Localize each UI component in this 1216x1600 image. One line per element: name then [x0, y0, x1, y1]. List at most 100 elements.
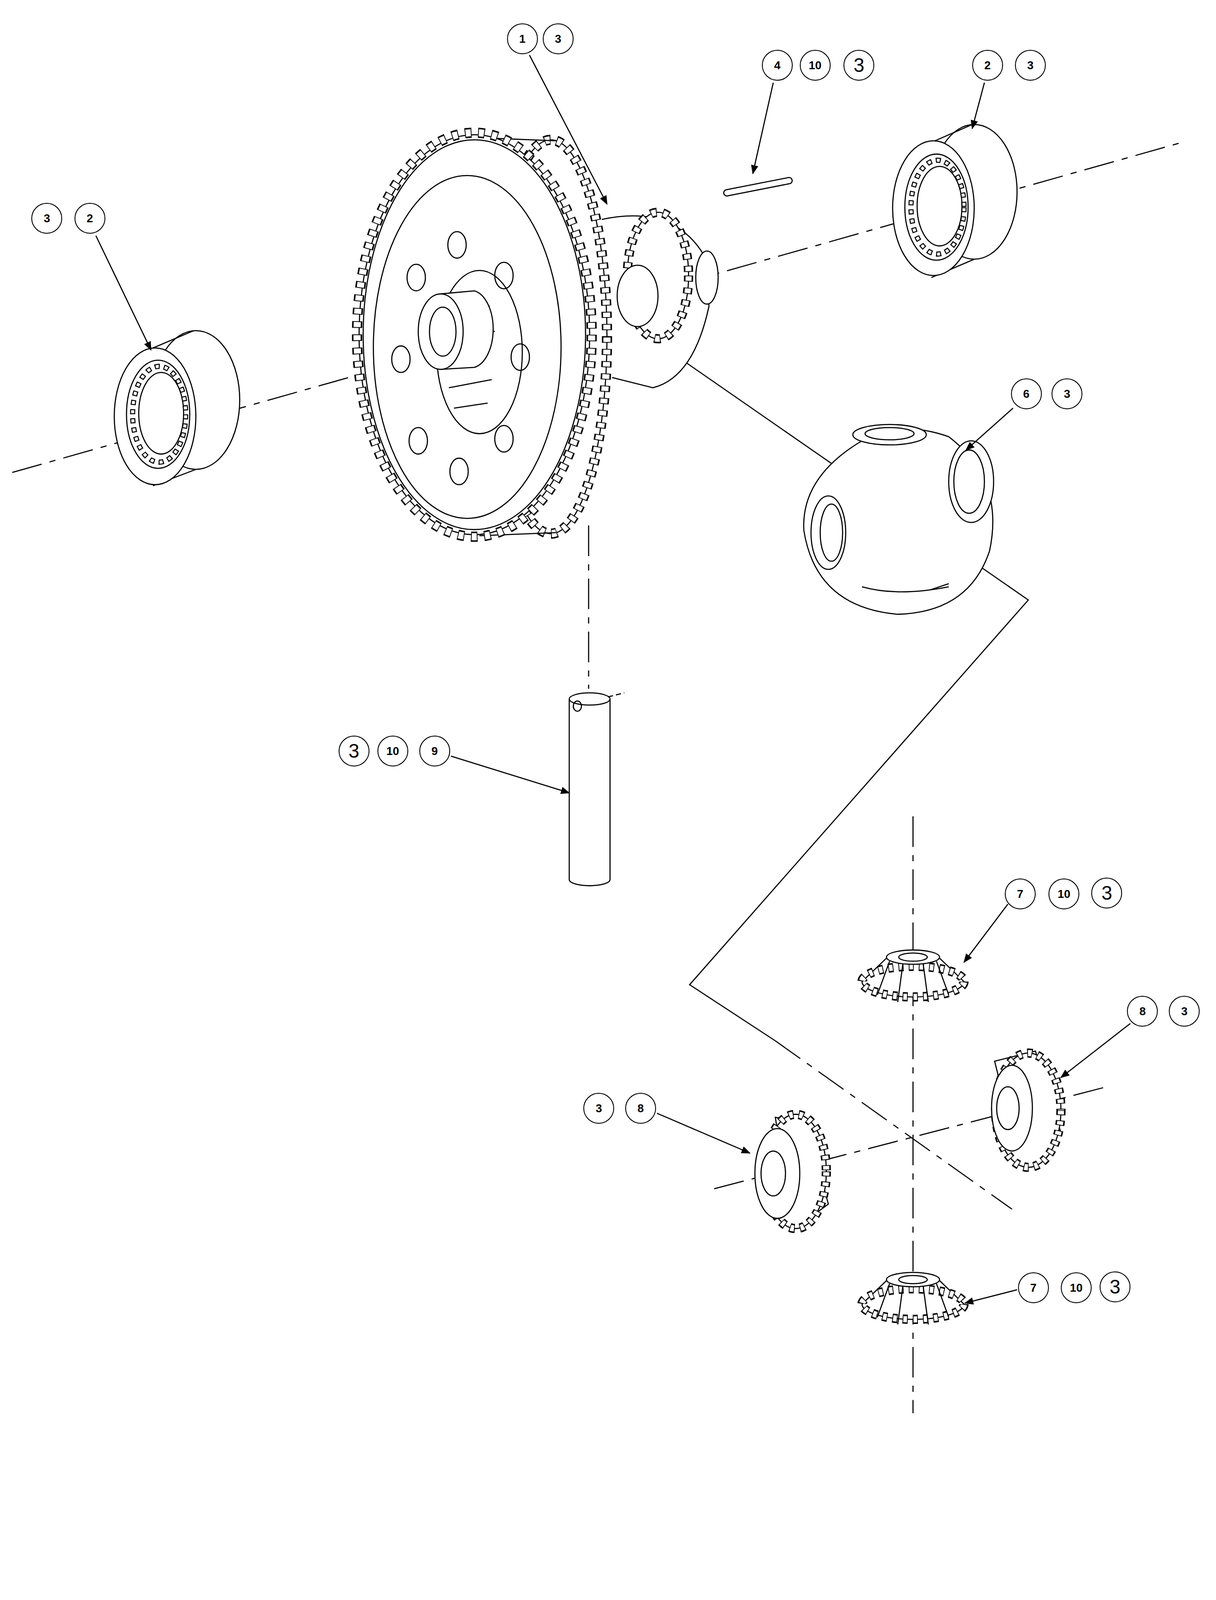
callout-number: 8: [1126, 995, 1158, 1027]
callout-number: 10: [1060, 1271, 1092, 1303]
pinion-gear: [886, 949, 940, 964]
pinion-gear: [861, 949, 964, 1002]
callout-number: 7: [1004, 878, 1036, 910]
spider-case: [861, 583, 949, 592]
bearing: [904, 153, 968, 261]
callout-number: 2: [972, 49, 1004, 81]
side-gear: [760, 1150, 786, 1196]
side-gear: [754, 1128, 800, 1219]
ring-gear: [429, 306, 456, 356]
callout-number: 3: [1168, 995, 1200, 1027]
spider-case: [852, 424, 927, 445]
cross-shaft: [573, 701, 582, 712]
pinion-gear: [877, 1283, 949, 1325]
roll-pin: [723, 177, 793, 197]
pinion-gear: [877, 961, 949, 1003]
spider-case: [803, 424, 994, 615]
leader-line: [753, 82, 774, 174]
pinion-gear: [898, 952, 928, 962]
callout-number: 9: [419, 735, 451, 767]
ring-gear: [449, 458, 469, 485]
side-gear: [996, 1086, 1020, 1130]
leader-line: [95, 55, 1131, 1303]
bearing: [917, 166, 963, 246]
ring-gear: [357, 132, 592, 537]
ring-gear: [409, 427, 428, 454]
leader-line: [1060, 1023, 1131, 1078]
callout-number: 10: [799, 49, 831, 81]
spider-case: [953, 449, 985, 513]
bearing: [126, 360, 190, 469]
spider-case: [865, 427, 914, 440]
ring-gear: [511, 343, 530, 371]
differential-case: [601, 212, 719, 388]
ring-gear: [373, 175, 562, 519]
callout-number: 3: [338, 735, 370, 767]
bearing: [138, 372, 184, 455]
callout-number: 8: [625, 1092, 657, 1124]
bearing: [910, 160, 964, 254]
spider-case: [948, 440, 994, 523]
roll-pin: [723, 177, 793, 197]
leader-line: [972, 82, 985, 129]
cross-shaft: [569, 692, 625, 886]
callout-number: 4: [761, 49, 793, 81]
ring-gear: [357, 132, 592, 537]
pinion-gear: [861, 966, 964, 997]
pinion-gear: [861, 966, 964, 997]
side-gear: [991, 1065, 1033, 1151]
callout-number: 3: [542, 23, 574, 55]
pinion-gear: [886, 1271, 940, 1287]
spider-case: [820, 503, 843, 562]
leader-line: [966, 408, 1013, 451]
leader-line: [451, 756, 570, 793]
pinion-gear: [898, 1275, 928, 1284]
bearing: [114, 347, 196, 485]
ring-gear: [447, 231, 467, 258]
bearing: [910, 160, 964, 254]
bearing: [892, 140, 975, 276]
bearing: [132, 366, 186, 463]
side-gear: [991, 1050, 1061, 1168]
callout-number: 2: [74, 202, 106, 234]
differential-case: [695, 250, 719, 304]
bearing: [114, 330, 240, 486]
pinion-gear: [861, 1271, 964, 1325]
callout-number: 10: [377, 735, 409, 767]
ring-gear: [391, 345, 411, 373]
callout-number: 3: [1099, 1271, 1131, 1302]
ring-gear: [357, 132, 608, 537]
bearing: [132, 366, 186, 463]
side-gear: [754, 1114, 829, 1230]
leader-line: [964, 903, 1008, 963]
cross-shaft: [569, 698, 611, 886]
ring-gear: [363, 139, 586, 530]
leader-line: [965, 1289, 1018, 1303]
pinion-gear: [861, 1288, 964, 1319]
callout-number: 10: [1048, 878, 1080, 910]
ring-gear: [418, 293, 464, 370]
callout-number: 3: [583, 1092, 615, 1124]
bearing: [892, 124, 1018, 278]
callout-number: 1: [507, 23, 538, 55]
callout-number: 3: [31, 202, 63, 234]
center-line: [588, 525, 590, 689]
leader-line: [656, 1112, 750, 1153]
callout-number: 3: [1014, 49, 1046, 81]
differential-case: [617, 265, 659, 327]
callout-number: 6: [1010, 378, 1042, 410]
ring-gear: [494, 425, 514, 452]
callout-number: 3: [843, 49, 875, 81]
cross-shaft: [608, 692, 625, 697]
leader-line: [529, 55, 608, 205]
spider-case: [810, 496, 846, 570]
callout-number: 3: [1051, 378, 1083, 410]
center-line: [649, 336, 1029, 1041]
ring-gear: [406, 264, 426, 291]
callout-number: 3: [1091, 877, 1123, 909]
pinion-gear: [861, 1288, 964, 1319]
leader-line: [95, 235, 151, 350]
callout-number: 7: [1018, 1271, 1049, 1303]
